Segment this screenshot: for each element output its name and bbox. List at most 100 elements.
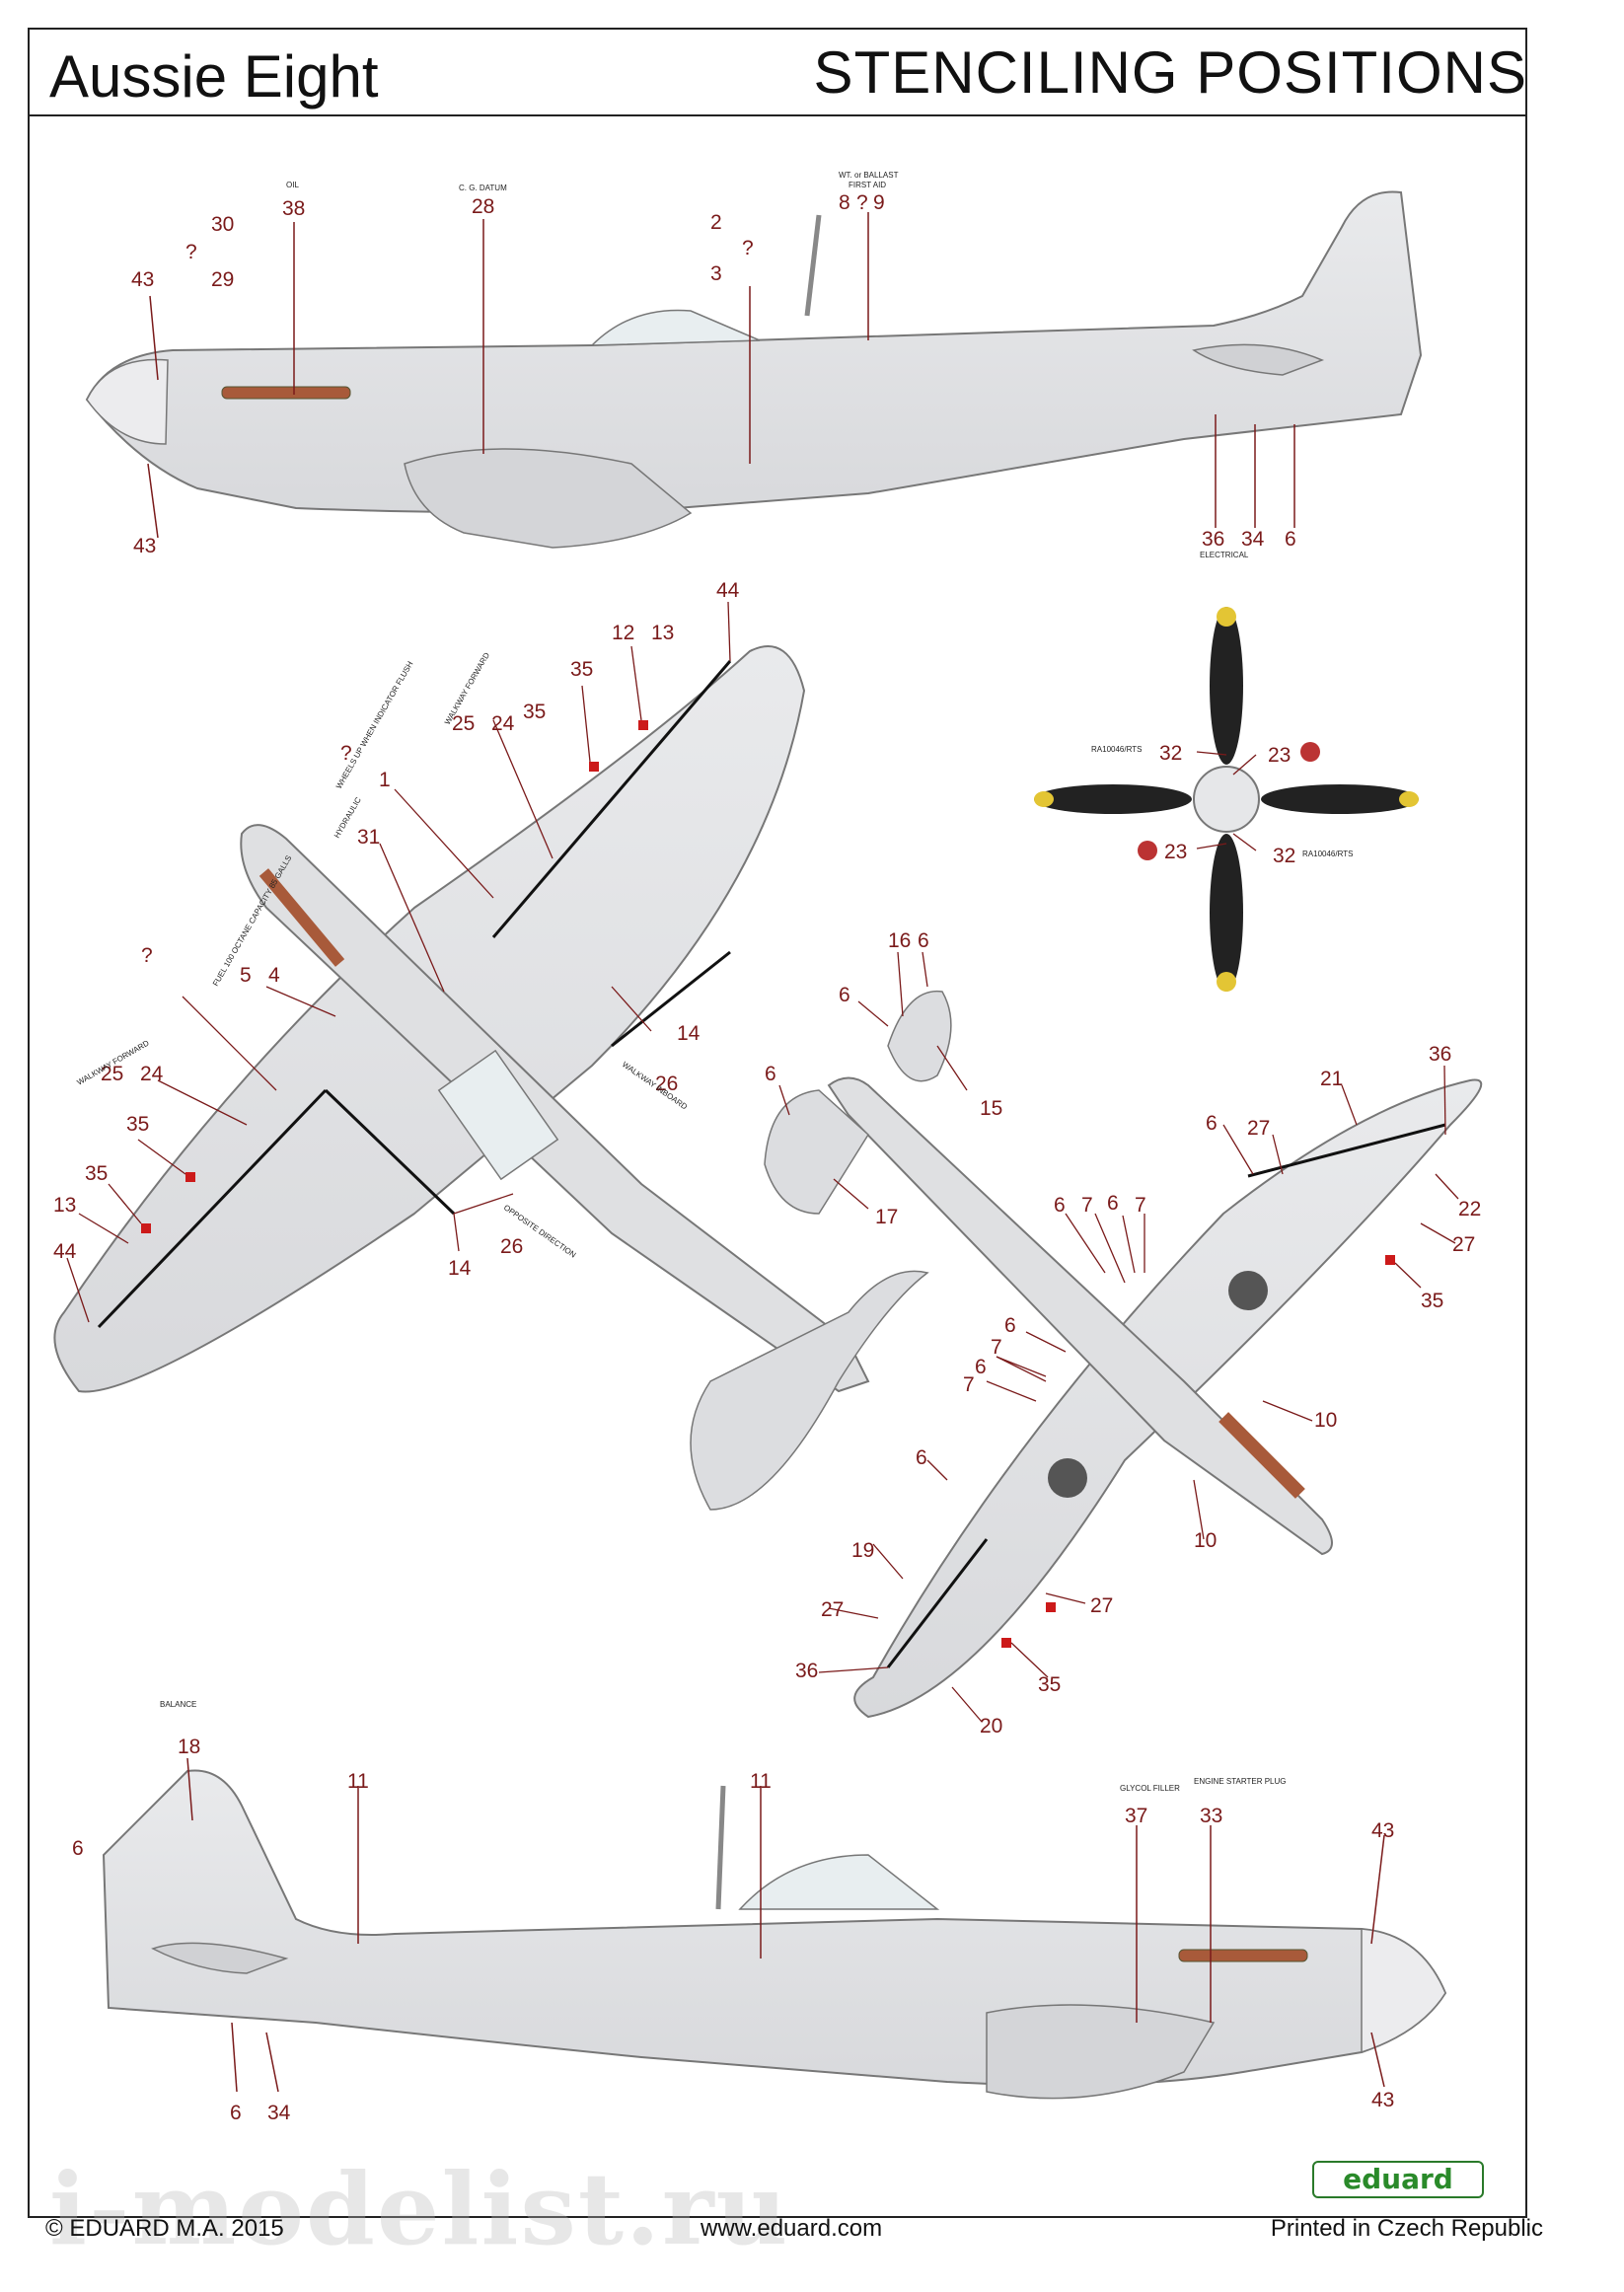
stencil-35-lower-a: 35 — [1421, 1290, 1443, 1312]
stencil-6-h: 6 — [975, 1356, 987, 1378]
stencil-43-side-a: 43 — [1371, 1819, 1394, 1842]
stencil-27-d: 27 — [1090, 1594, 1113, 1617]
question-mark-2: ? — [742, 237, 754, 259]
stencil-27-a: 27 — [1247, 1117, 1270, 1140]
stencil-29: 29 — [211, 268, 234, 291]
stencil-10-a: 10 — [1314, 1409, 1337, 1432]
stencil-44-lower: 44 — [53, 1240, 77, 1263]
stencil-44-upper: 44 — [716, 579, 740, 602]
header-rule — [28, 114, 1527, 116]
stencil-35-c: 35 — [126, 1113, 149, 1136]
wing-top — [404, 448, 693, 549]
label-balance: BALANCE — [160, 1700, 196, 1709]
stencil-25-b: 25 — [101, 1063, 123, 1085]
propeller-label-1: RA10046/RTS — [1091, 745, 1142, 754]
eduard-logo: eduard — [1312, 2161, 1484, 2198]
tailplane-lower-b — [887, 990, 952, 1082]
stencil-34: 34 — [1241, 528, 1265, 551]
stencil-7-d: 7 — [963, 1373, 975, 1396]
stencil-33: 33 — [1200, 1805, 1222, 1827]
planform-upper: 44 12 13 35 25 24 35 31 1 5 4 25 24 35 3… — [53, 579, 929, 1511]
watermark: i-modelist.ru — [49, 2151, 790, 2267]
exhaust-upper — [258, 868, 345, 967]
stencil-6-side: 6 — [72, 1837, 84, 1860]
side-view-top: 30 29 43 38 28 2 3 8 9 36 34 6 43 ? ? ? … — [85, 171, 1423, 559]
stencil-36-a: 36 — [1429, 1043, 1451, 1066]
stencil-2: 2 — [710, 211, 722, 234]
label-electrical: ELECTRICAL — [1200, 551, 1249, 559]
stencil-26-b: 26 — [500, 1235, 523, 1258]
stencil-6-d: 6 — [1206, 1112, 1218, 1135]
stencil-10-b: 10 — [1194, 1529, 1217, 1552]
side-view-bottom: 18 11 11 6 37 33 43 43 6 34 BALANCE GLYC… — [72, 1700, 1447, 2124]
stencil-14-a: 14 — [677, 1022, 701, 1045]
stencil-7-c: 7 — [991, 1336, 1002, 1359]
stencil-6-side-b: 6 — [230, 2102, 242, 2124]
stencil-14-b: 14 — [448, 1257, 472, 1280]
question-mark-1: ? — [185, 241, 197, 263]
stencil-38: 38 — [282, 197, 305, 220]
stencil-6-e: 6 — [1054, 1194, 1066, 1217]
stencil-31: 31 — [357, 826, 380, 849]
stencil-11-b: 11 — [750, 1770, 772, 1793]
stencil-20: 20 — [980, 1715, 1002, 1737]
tailplane-top — [1192, 343, 1325, 376]
stencil-5: 5 — [240, 964, 252, 987]
antenna-top — [804, 214, 822, 317]
stencil-21: 21 — [1320, 1068, 1343, 1090]
propeller-32-a: 32 — [1159, 742, 1182, 765]
footer-copyright: © EDUARD M.A. 2015 — [45, 2215, 284, 2242]
fuselage-upper — [240, 824, 870, 1393]
propeller-32-b: 32 — [1273, 845, 1295, 867]
stencil-9: 9 — [873, 191, 885, 214]
footer-website[interactable]: www.eduard.com — [701, 2215, 883, 2242]
stencil-1-a: 1 — [379, 769, 391, 791]
section-title: STENCILING POSITIONS — [813, 39, 1527, 106]
wing-bottom — [986, 2004, 1216, 2100]
stencil-15: 15 — [980, 1097, 1002, 1120]
stencil-43a: 43 — [131, 268, 154, 291]
question-mark-3: ? — [856, 191, 868, 214]
stencil-4: 4 — [268, 964, 280, 987]
stencil-24-a: 24 — [491, 712, 515, 735]
tailplane-upper — [690, 1270, 929, 1511]
label-wheels-up-1: WHEELS UP WHEN INDICATOR FLUSH — [334, 660, 415, 790]
stencil-13-upper: 13 — [651, 622, 674, 644]
exhaust-lower — [1218, 1412, 1305, 1499]
fuselage-bottom — [102, 1769, 1447, 2087]
red-markers-lower — [1001, 1255, 1395, 1648]
tailplane-lower-a — [764, 1089, 869, 1215]
planform-lower: 16 6 6 6 15 17 21 36 6 27 22 27 35 6 7 6… — [764, 929, 1483, 1737]
stencil-8: 8 — [839, 191, 850, 214]
canopy-upper — [437, 1049, 559, 1181]
fuselage-lower — [827, 1076, 1333, 1556]
stencil-28: 28 — [472, 195, 494, 218]
walkway-lines — [97, 660, 732, 1329]
red-markers-upper — [141, 720, 648, 1233]
exhausts-top — [221, 386, 351, 400]
stencil-19: 19 — [851, 1539, 874, 1562]
canopy-top — [590, 309, 761, 346]
leader-lines-upper — [66, 601, 731, 1323]
page-title: Aussie Eight — [49, 43, 379, 110]
fuselage-top — [85, 190, 1423, 515]
propeller: RA10046/RTS 32 23 23 32 RA10046/RTS — [1034, 607, 1419, 992]
footer-printed: Printed in Czech Republic — [1270, 2215, 1543, 2242]
label-engine-starter: ENGINE STARTER PLUG — [1194, 1777, 1287, 1786]
stencil-25-a: 25 — [452, 712, 475, 735]
stencil-6-c: 6 — [765, 1063, 776, 1085]
stencil-7-b: 7 — [1135, 1194, 1146, 1217]
stencil-27-b: 27 — [1452, 1233, 1475, 1256]
canopy-bottom — [738, 1854, 940, 1910]
stencil-18: 18 — [178, 1736, 200, 1758]
question-mark-4: ? — [141, 944, 153, 967]
tailplane-bottom — [151, 1942, 289, 1974]
stencil-37: 37 — [1125, 1805, 1147, 1827]
antenna-bottom — [715, 1785, 726, 1910]
stencil-36: 36 — [1202, 528, 1224, 551]
stencil-6-i: 6 — [916, 1446, 927, 1469]
question-mark-5: ? — [340, 742, 352, 765]
stencil-16: 16 — [888, 929, 911, 952]
stencil-35-lower-b: 35 — [1038, 1673, 1061, 1696]
stencil-24-b: 24 — [140, 1063, 164, 1085]
